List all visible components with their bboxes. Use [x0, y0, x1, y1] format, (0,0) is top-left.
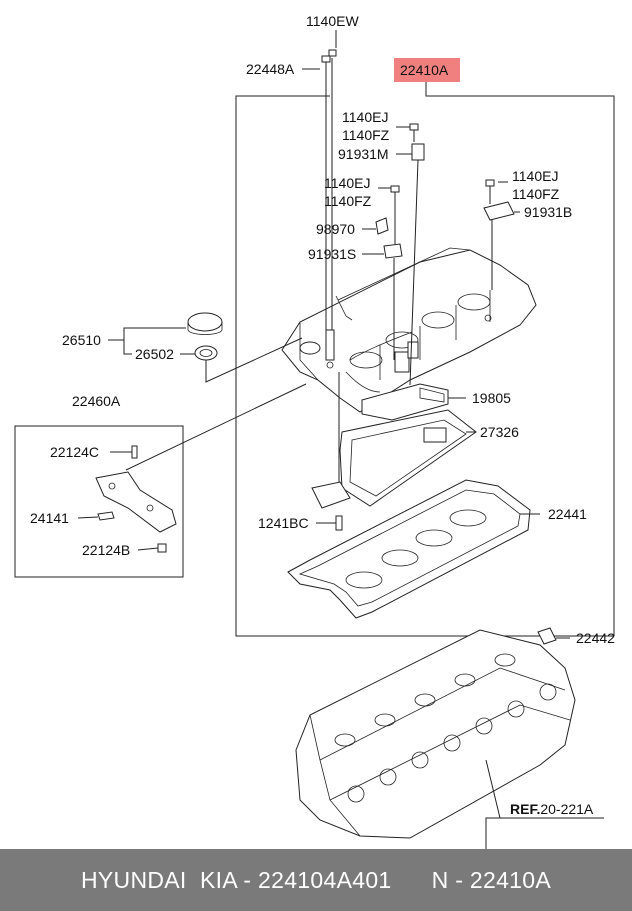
- label-22441: 22441: [548, 506, 587, 522]
- label-22460A: 22460A: [72, 393, 121, 409]
- gasket-26502: [194, 345, 218, 361]
- label-ref: REF.20-221A: [510, 801, 594, 817]
- label-1140FZ-a: 1140FZ: [342, 127, 390, 143]
- label-22410A: 22410A: [400, 62, 449, 78]
- label-91931M: 91931M: [338, 146, 389, 162]
- assembly-box-22410A: [235, 82, 615, 637]
- bracket-91931S: [383, 243, 403, 259]
- plate-1241BC: [311, 481, 351, 509]
- label-22124C: 22124C: [50, 444, 99, 460]
- label-91931B: 91931B: [524, 204, 572, 220]
- label-1140EJ-c: 1140EJ: [512, 168, 558, 184]
- bolt-1241BC: [335, 515, 343, 531]
- label-1140EW: 1140EW: [306, 13, 359, 29]
- oil-filler-cap-26510: [187, 312, 223, 332]
- label-26502: 26502: [135, 346, 174, 362]
- assembly-box-22460A: [14, 425, 184, 578]
- label-26510: 26510: [62, 332, 101, 348]
- footer-text: HYUNDAI KIA - 224104A401 N - 22410A: [81, 866, 551, 893]
- bolts-1140EW: [321, 49, 337, 361]
- baffle-19805: [361, 383, 449, 421]
- cylinder-head-cover: [281, 247, 537, 413]
- label-22442: 22442: [576, 630, 615, 646]
- label-91931S: 91931S: [308, 246, 356, 262]
- pin-22124C: [131, 445, 138, 459]
- bracket-91931B: [483, 201, 515, 221]
- pin-22124B: [157, 543, 167, 553]
- label-1140FZ-b: 1140FZ: [324, 193, 372, 209]
- cylinder-head: [295, 629, 576, 839]
- label-1140EJ-a: 1140EJ: [342, 109, 388, 125]
- label-24141: 24141: [30, 510, 69, 526]
- leader-lines: [77, 30, 570, 849]
- bracket-91931M: [411, 143, 425, 161]
- clip-98970: [375, 217, 389, 235]
- label-22124B: 22124B: [82, 542, 130, 558]
- label-1140EJ-b: 1140EJ: [324, 175, 370, 191]
- parts-diagram: 1140EW 22448A 22410A 1140EJ 1140FZ 91931…: [14, 13, 615, 849]
- highlight-22410A: [394, 58, 460, 82]
- label-1140FZ-c: 1140FZ: [512, 186, 560, 202]
- bracket-22460A: [95, 471, 177, 533]
- label-98970: 98970: [316, 221, 355, 237]
- label-19805: 19805: [472, 390, 511, 406]
- label-22448A: 22448A: [246, 61, 295, 77]
- gasket-22441: [287, 479, 531, 619]
- bolt-24141: [97, 511, 115, 521]
- label-27326: 27326: [480, 424, 519, 440]
- footer-banner: HYUNDAI KIA - 224104A401 N - 22410A: [0, 849, 632, 911]
- label-1241BC: 1241BC: [258, 515, 309, 531]
- part-22442: [537, 627, 557, 645]
